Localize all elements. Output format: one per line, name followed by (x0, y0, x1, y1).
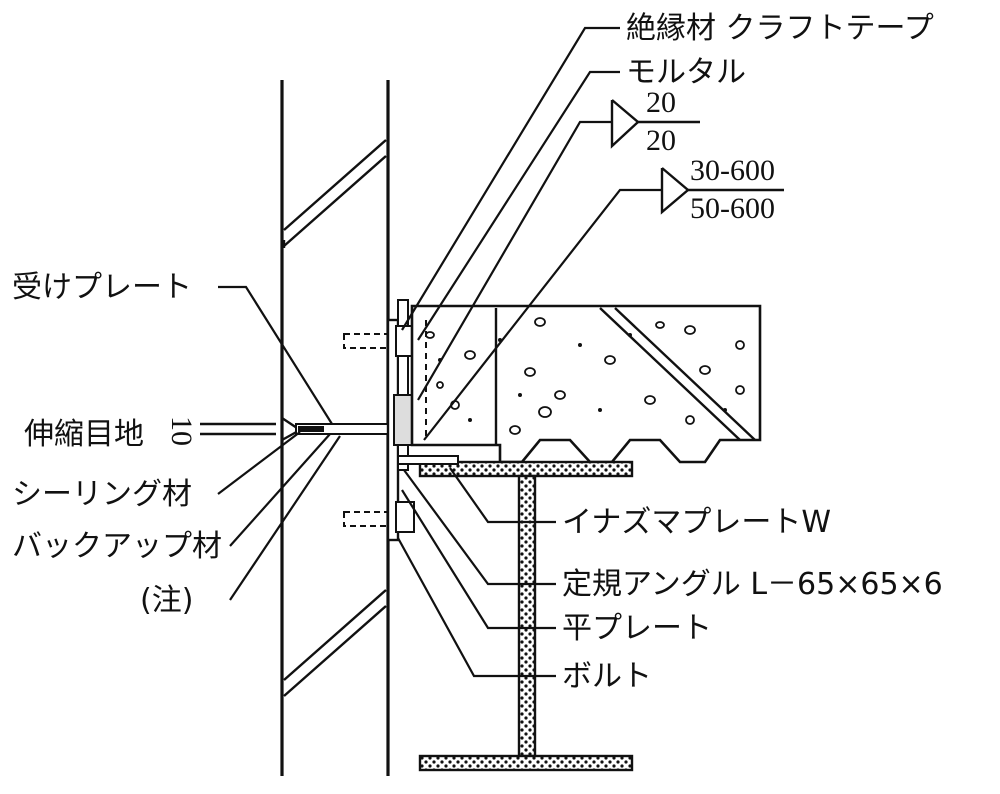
label-weld2-bottom: 50-600 (690, 192, 775, 225)
label-bolt: ボルト (562, 659, 652, 694)
wall-panel (280, 80, 390, 776)
label-angle: 定規アングル L－65×65×6 (562, 567, 943, 602)
label-expansion-joint: 伸縮目地 (24, 417, 144, 452)
concrete-slab (410, 304, 762, 464)
label-insulation: 絶縁材 クラフトテープ (626, 11, 934, 46)
label-weld1-bottom: 20 (646, 124, 676, 157)
label-weld1-top: 20 (646, 86, 676, 119)
label-note: (注) (140, 583, 193, 618)
label-deck-plate: イナズマプレートW (562, 505, 831, 540)
label-backup: バックアップ材 (12, 529, 222, 564)
label-sealing: シーリング材 (12, 477, 192, 512)
label-flat-plate: 平プレート (562, 611, 712, 646)
label-receiving-plate: 受けプレート (12, 270, 192, 305)
text-labels: 絶縁材 クラフトテープ モルタル 20 20 30-600 50-600 受けプ… (12, 11, 943, 694)
leader-lines (217, 26, 662, 678)
steel-beam (397, 455, 634, 772)
sealing-backup (200, 422, 391, 436)
label-mortar: モルタル (626, 55, 746, 90)
label-weld2-top: 30-600 (690, 154, 775, 187)
label-joint-width: 10 (165, 416, 198, 446)
receiving-plate-assembly (343, 299, 415, 542)
